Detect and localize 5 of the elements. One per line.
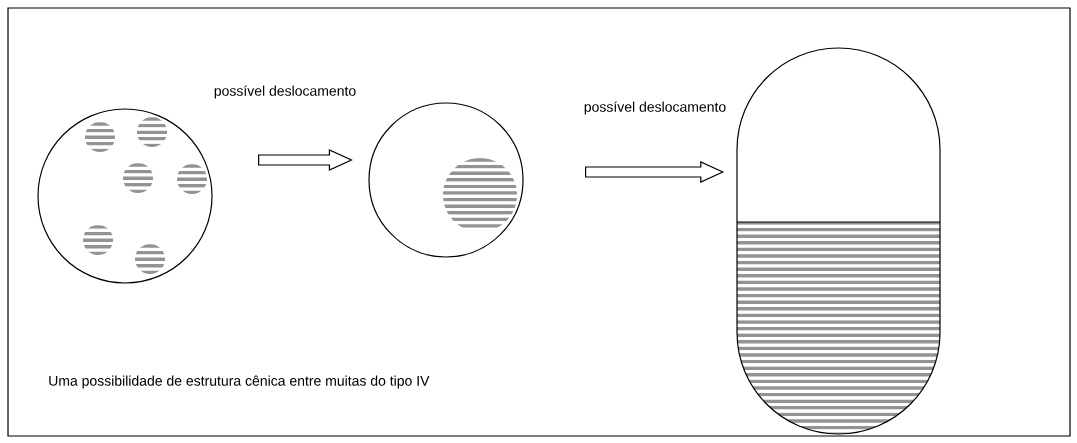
edge-label: possível deslocamento <box>212 84 358 100</box>
caption-text: Uma possibilidade de estrutura cênica entre muitas do tipo IV <box>49 375 430 389</box>
block-arrow <box>585 161 725 183</box>
edge-label: possível deslocamento <box>582 100 728 116</box>
block-arrow <box>258 149 353 171</box>
